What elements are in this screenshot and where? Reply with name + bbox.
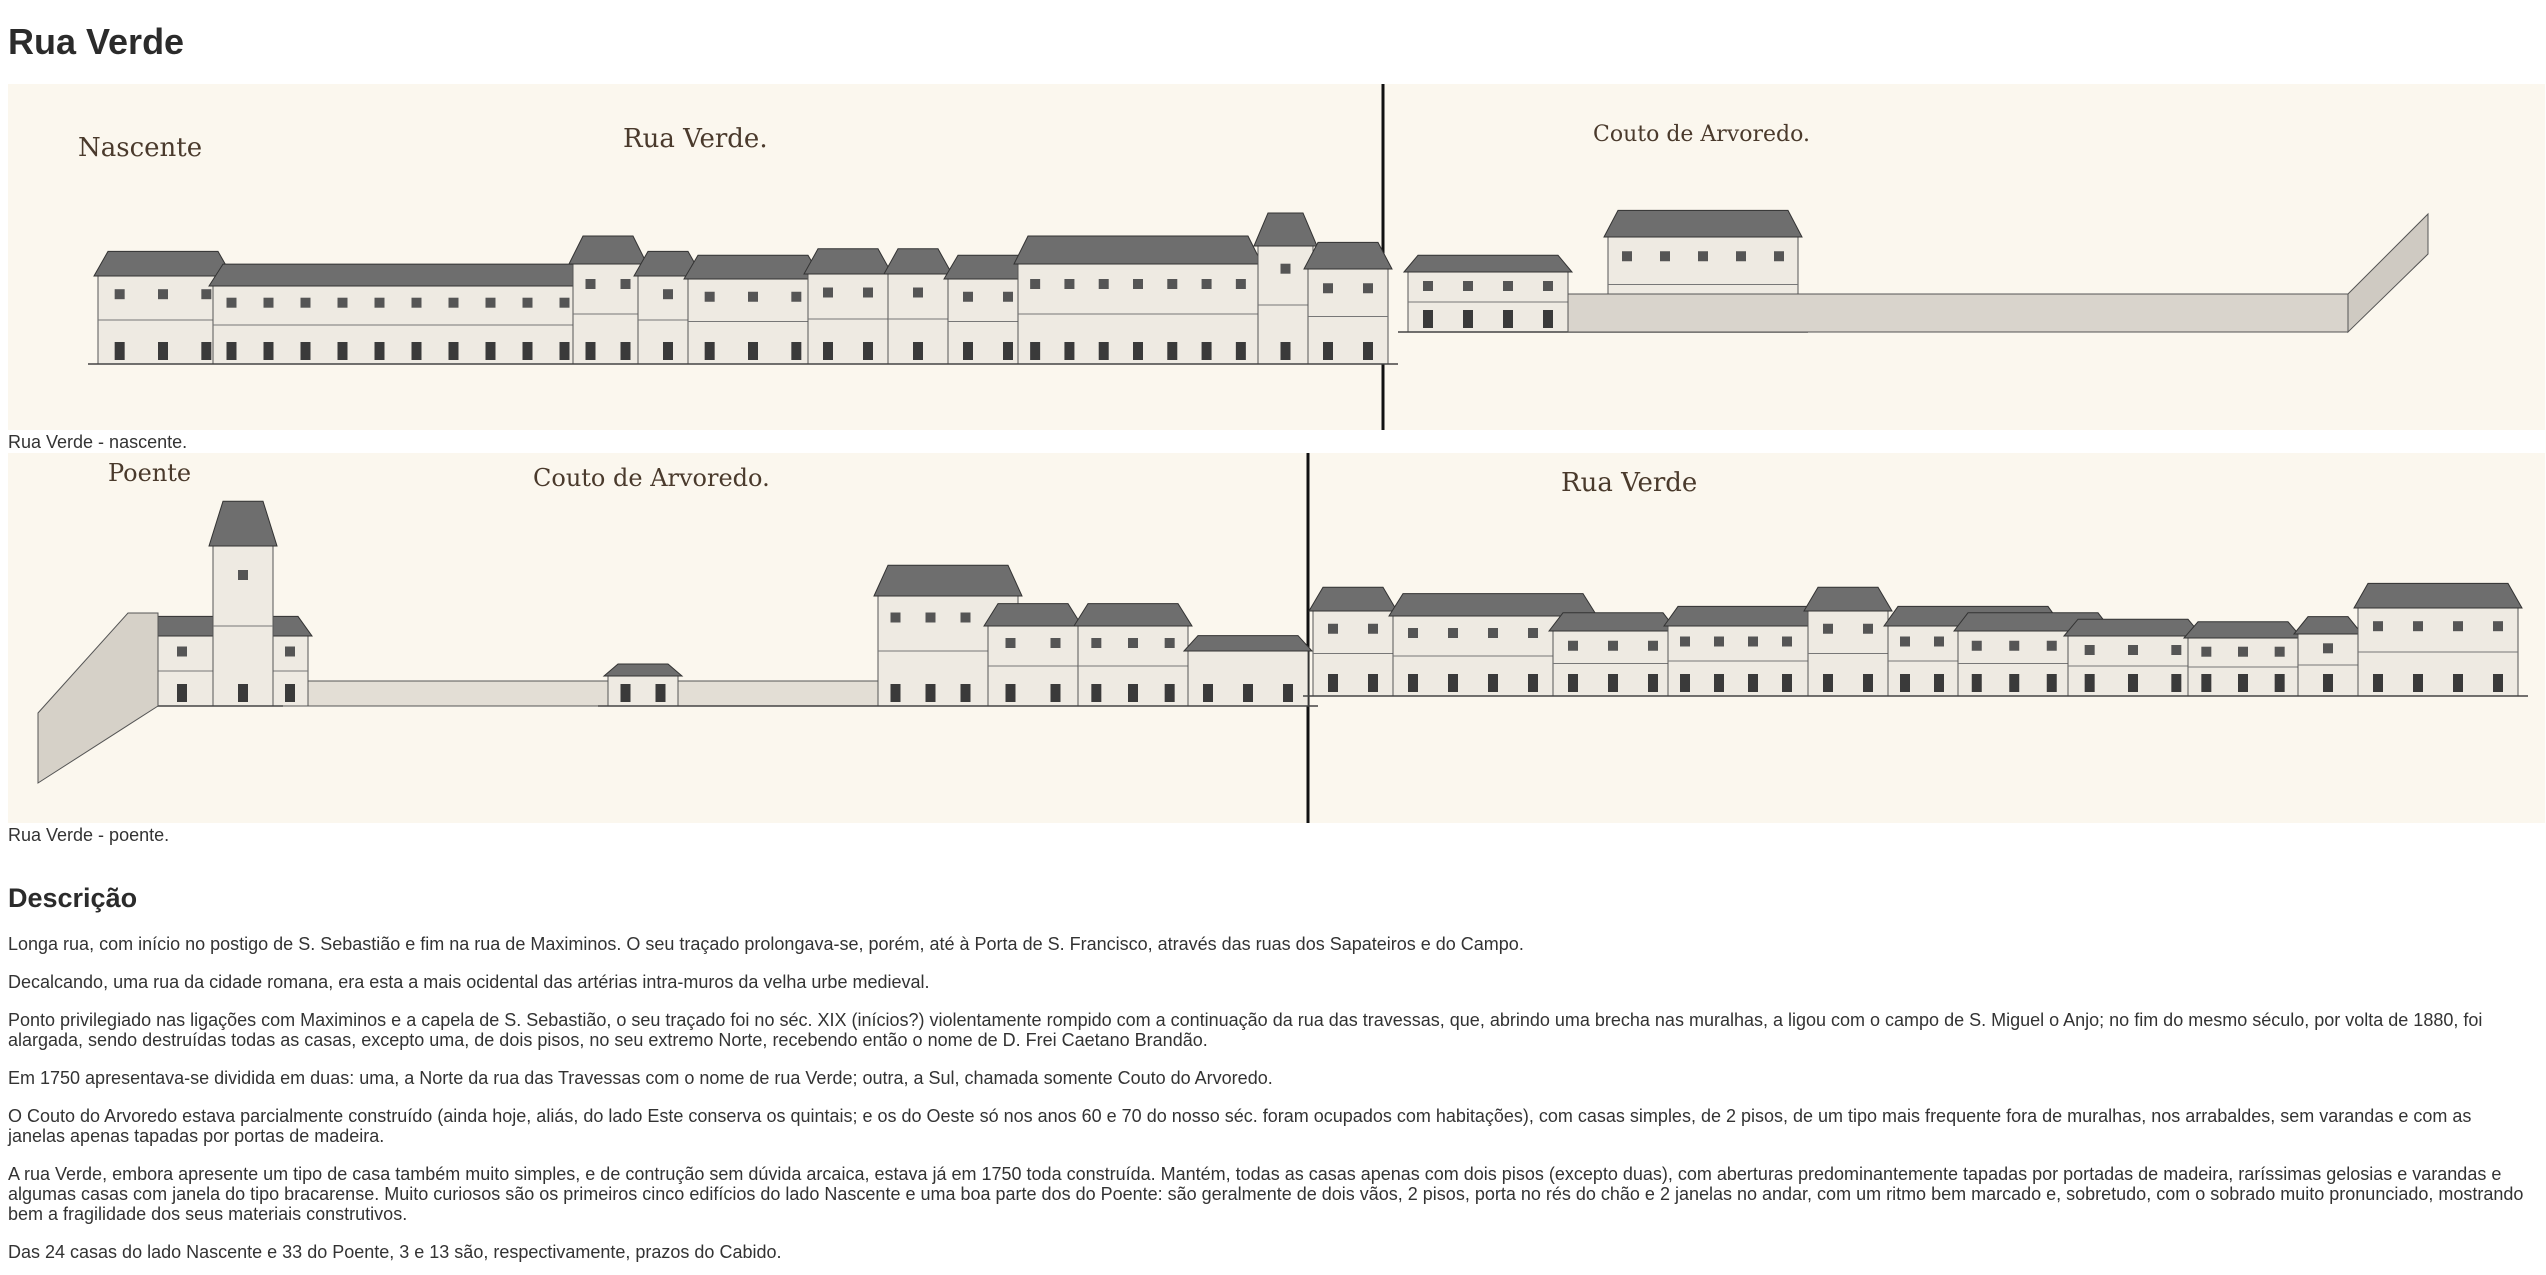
label-poente: Poente: [108, 459, 191, 487]
panorama-nascente-image: Nascente Rua Verde. Couto de Arvoredo.: [8, 84, 2545, 430]
buildings-nascente-right: [1398, 209, 2429, 334]
buildings-nascente-left: [88, 212, 1398, 365]
label-couto-2: Couto de Arvoredo.: [533, 464, 770, 492]
label-rua-verde-2: Rua Verde: [1561, 468, 1697, 498]
description-body: Longa rua, com início no postigo de S. S…: [8, 934, 2538, 1262]
paragraph: Decalcando, uma rua da cidade romana, er…: [8, 972, 930, 992]
figure-caption: Rua Verde - poente.: [8, 825, 170, 845]
label-couto-1: Couto de Arvoredo.: [1593, 122, 1810, 147]
paragraph: Das 24 casas do lado Nascente e 33 do Po…: [8, 1242, 782, 1262]
label-rua-verde-1: Rua Verde.: [623, 124, 768, 154]
label-nascente: Nascente: [78, 133, 202, 163]
panorama-poente-image: Poente Couto de Arvoredo. Rua Verde: [8, 453, 2545, 823]
paragraph: Em 1750 apresentava-se dividida em duas:…: [8, 1068, 1273, 1088]
page-title: Rua Verde: [8, 21, 185, 62]
section-heading: Descrição: [8, 883, 138, 913]
figure-caption: Rua Verde - nascente.: [8, 432, 188, 452]
figure-nascente: Nascente Rua Verde. Couto de Arvoredo. R…: [8, 84, 2545, 453]
paragraph: O Couto do Arvoredo estava parcialmente …: [8, 1106, 2472, 1146]
figure-poente: Poente Couto de Arvoredo. Rua Verde Rua …: [8, 453, 2545, 846]
buildings-poente-left: [37, 500, 1318, 784]
paragraph: Longa rua, com início no postigo de S. S…: [8, 934, 1524, 954]
buildings-poente-right: [1303, 582, 2528, 697]
paragraph: Ponto privilegiado nas ligações com Maxi…: [8, 1010, 2483, 1050]
paragraph: A rua Verde, embora apresente um tipo de…: [8, 1164, 2524, 1224]
